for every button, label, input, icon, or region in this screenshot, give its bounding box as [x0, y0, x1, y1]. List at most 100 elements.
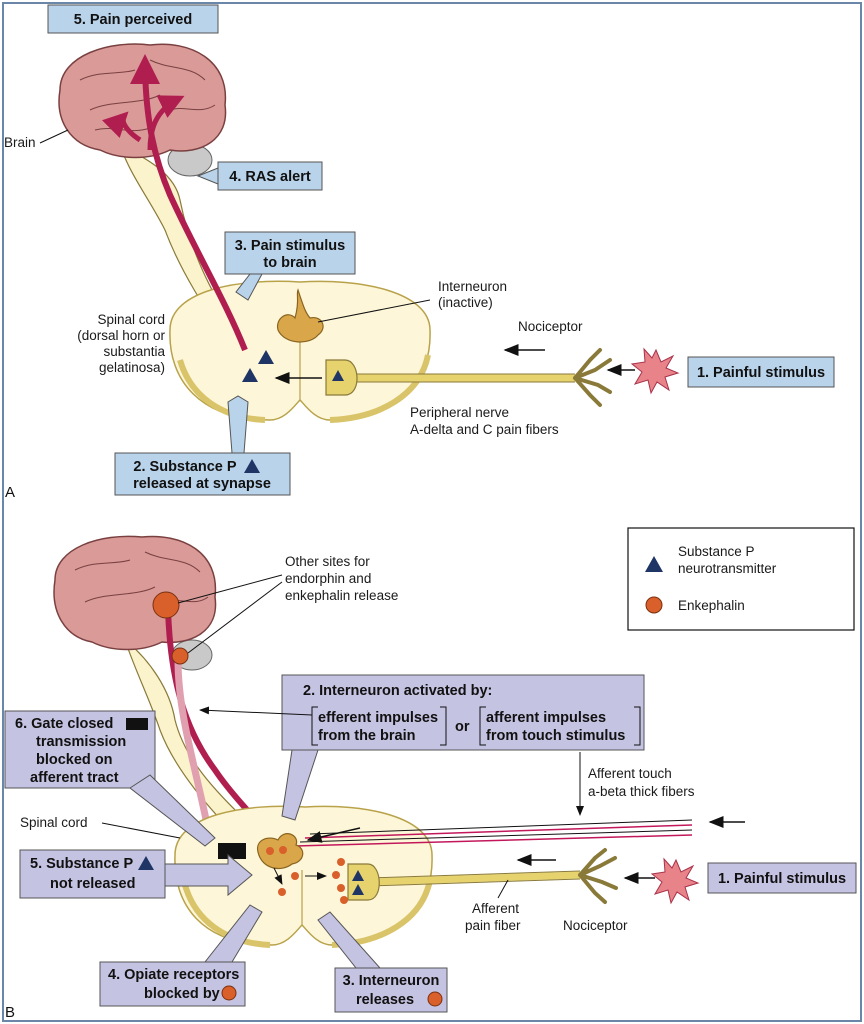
enkephalin-receptor-1 — [337, 858, 345, 866]
painful-stimulus-star-b — [650, 857, 700, 905]
touch-fiber-2 — [304, 824, 693, 839]
efferent-leader — [199, 706, 313, 716]
efferent-bracket-right — [440, 706, 447, 746]
enkephalin-free-1 — [291, 872, 299, 880]
interneuron-leader-a — [317, 299, 431, 323]
legend-box — [627, 527, 855, 631]
other-sites-label-1: Other sites for — [285, 554, 370, 569]
ascending-pathway-a — [130, 54, 248, 352]
interneuron-activated-label: 2. Interneuron activated by: — [303, 683, 492, 699]
afferent-label-1: afferent impulses — [486, 710, 606, 726]
substance-p-box-icon — [244, 459, 260, 473]
opiate-box — [99, 961, 246, 1007]
other-sites-leader-2 — [187, 581, 283, 654]
substance-p-released-1 — [258, 350, 274, 364]
interneuron-releases-enkephalin-icon — [427, 991, 443, 1007]
painful-stimulus-star-a — [630, 347, 680, 395]
nociceptor-label-a: Nociceptor — [518, 319, 583, 334]
substance-p-label-1: 2. Substance P — [133, 459, 236, 475]
enkephalin-vesicle-1 — [266, 847, 274, 855]
substance-p-box — [114, 452, 291, 496]
peripheral-label-1: Peripheral nerve — [410, 405, 509, 420]
gate-closed-block — [218, 843, 246, 859]
interneuron-activated-pointer — [281, 749, 319, 821]
interneuron-releases-label-1: 3. Interneuron — [343, 973, 440, 989]
or-label: or — [455, 719, 470, 735]
interneuron-activated-box — [281, 674, 645, 751]
pain-stimulus-label-1: 3. Pain stimulus — [235, 238, 345, 254]
spinal-cord-label-4: gelatinosa) — [99, 360, 165, 375]
enkephalin-site-brain — [152, 591, 180, 619]
gate-closed-icon — [126, 718, 148, 730]
enkephalin-free-2 — [278, 888, 286, 896]
brain-gyri-a — [79, 59, 216, 132]
enkephalin-site-brainstem — [171, 647, 189, 665]
painful-stimulus-label-a: 1. Painful stimulus — [697, 365, 825, 381]
substance-p-not-icon — [138, 856, 154, 870]
substance-p-not-pointer — [164, 853, 253, 897]
afferent-touch-label-2: a-beta thick fibers — [588, 784, 695, 799]
interneuron-label-2: (inactive) — [438, 295, 493, 310]
touch-fiber-4 — [294, 834, 693, 847]
interneuron-inactive — [276, 288, 324, 343]
interneuron-releases-label-2: releases — [356, 992, 414, 1008]
interneuron-releases-box — [334, 967, 448, 1013]
ras-alert-label: 4. RAS alert — [229, 169, 311, 185]
substance-p-in-terminal-a — [332, 370, 344, 381]
touch-fiber-3 — [299, 829, 693, 843]
gate-closed-label-1: 6. Gate closed — [15, 716, 113, 732]
painful-stimulus-box-a — [687, 356, 835, 388]
brain-label: Brain — [4, 135, 36, 150]
pain-stimulus-label-2: to brain — [263, 255, 316, 271]
interneuron-label-1: Interneuron — [438, 279, 507, 294]
pain-stimulus-pointer — [235, 273, 263, 301]
afferent-pain-label-1: Afferent — [472, 901, 519, 916]
efferent-label-2: from the brain — [318, 728, 415, 744]
touch-to-interneuron-arrow — [306, 827, 361, 843]
nociceptor-label-b: Nociceptor — [563, 918, 628, 933]
gate-closed-label-4: afferent tract — [30, 770, 119, 786]
pain-stimulus-box — [224, 231, 356, 275]
legend-substance-p-icon — [645, 556, 663, 572]
substance-p-pointer — [227, 395, 249, 454]
spinal-cord-leader-b — [101, 822, 181, 839]
afferent-touch-label-1: Afferent touch — [588, 766, 672, 781]
peripheral-nerve-b-edge-bottom — [367, 878, 581, 887]
brain-gyri-b — [74, 551, 209, 603]
other-sites-label-3: enkephalin release — [285, 588, 398, 603]
legend-substance-p-label-2: neurotransmitter — [678, 561, 777, 576]
peripheral-nerve-b — [367, 871, 581, 886]
substance-p-label-2: released at synapse — [133, 476, 271, 492]
spinal-cord-label-1: Spinal cord — [97, 312, 165, 327]
substance-p-not-box — [19, 849, 166, 899]
substance-p-not-label-2: not released — [50, 876, 135, 892]
efferent-bracket-left — [311, 706, 318, 746]
substance-p-terminal-b-1 — [352, 870, 364, 881]
panel-a-label: A — [5, 484, 15, 501]
painful-stimulus-box-b — [707, 862, 857, 894]
nociceptor-a — [573, 348, 612, 407]
painful-stimulus-label-b: 1. Painful stimulus — [718, 871, 846, 887]
afferent-label-2: from touch stimulus — [486, 728, 625, 744]
other-sites-label-2: endorphin and — [285, 571, 371, 586]
legend-enkephalin-icon — [645, 596, 663, 614]
substance-p-not-label-1: 5. Substance P — [30, 856, 133, 872]
afferent-bracket-right — [634, 706, 641, 746]
opiate-label-1: 4. Opiate receptors — [108, 967, 239, 983]
gate-closed-label-2: transmission — [36, 734, 126, 750]
other-sites-leader-1 — [177, 574, 283, 604]
spinal-cord-label-2: (dorsal horn or — [77, 328, 165, 343]
efferent-label-1: efferent impulses — [318, 710, 438, 726]
legend-enkephalin-label: Enkephalin — [678, 598, 745, 613]
opiate-label-2: blocked by — [144, 986, 220, 1002]
substance-p-terminal-b-2 — [352, 884, 364, 895]
afferent-pain-label-2: pain fiber — [465, 918, 521, 933]
panel-b: Substance P neurotransmitter Enkephalin … — [4, 527, 857, 1021]
substance-p-released-2 — [242, 368, 258, 382]
enkephalin-vesicle-2 — [279, 846, 287, 854]
enkephalin-receptor-4 — [340, 896, 348, 904]
pain-perceived-label: 5. Pain perceived — [74, 12, 192, 28]
legend-substance-p-label-1: Substance P — [678, 544, 755, 559]
